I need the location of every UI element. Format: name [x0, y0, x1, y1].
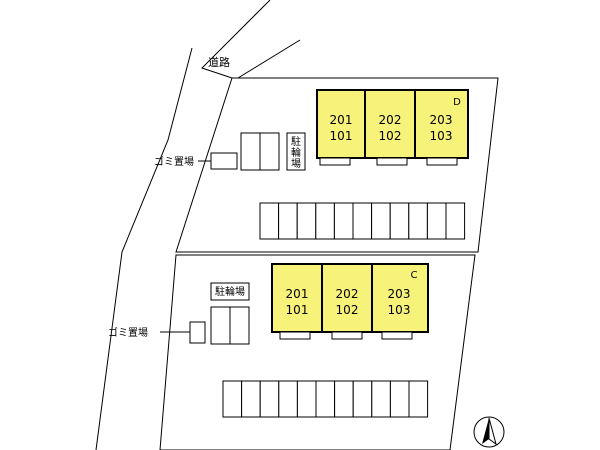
lot-c [159, 254, 476, 450]
parking-space-c-11 [408, 380, 429, 418]
step-d-3 [426, 157, 458, 166]
block-d-letter: D [453, 97, 461, 108]
bike-parking-d-line-3: 場 [291, 157, 301, 170]
unit-d-1 [316, 89, 366, 159]
unit-c-2-upper: 202 [336, 287, 359, 301]
unit-d-3-lower: 103 [430, 129, 453, 143]
block-c: 201 101 202 102 203 103 C 駐輪場 ゴミ置場 [108, 263, 429, 418]
step-d-1 [319, 157, 351, 166]
parking-space-d-1 [259, 202, 280, 240]
garbage-box-d [210, 152, 238, 170]
road-edge-left [95, 47, 193, 450]
parking-space-d-7 [371, 202, 391, 240]
parking-space-d-8 [389, 202, 410, 240]
north-arrow-icon [473, 416, 505, 448]
parking-space-c-3 [259, 380, 280, 418]
parking-space-c-10 [389, 380, 410, 418]
parking-space-c-4 [278, 380, 298, 418]
parking-space-c-5 [296, 380, 317, 418]
block-d: 201 101 202 102 203 103 D 駐 輪 場 ゴミ置場 [154, 89, 469, 240]
unit-c-1-lower: 101 [286, 303, 309, 317]
shed-c-1 [210, 306, 231, 345]
shed-c-2 [229, 306, 250, 345]
bike-parking-c [210, 282, 250, 301]
garbage-label-d: ゴミ置場 [154, 155, 194, 168]
parking-row-d [259, 202, 466, 240]
road-edge-right [201, 0, 271, 79]
bike-parking-d-line-2: 輪 [291, 146, 301, 159]
road [95, 0, 301, 450]
unit-c-1-upper: 201 [286, 287, 309, 301]
parking-row-c [222, 380, 429, 418]
unit-d-1-lower: 101 [330, 129, 353, 143]
unit-d-2-upper: 202 [379, 113, 402, 127]
parking-space-d-9 [408, 202, 428, 240]
unit-d-2-lower: 102 [379, 129, 402, 143]
unit-d-1-upper: 201 [330, 113, 353, 127]
lot-d [175, 77, 499, 253]
garbage-label-c: ゴミ置場 [108, 326, 148, 339]
step-c-1 [279, 331, 311, 340]
parking-space-c-7 [334, 380, 354, 418]
parking-space-d-11 [445, 202, 466, 240]
bike-parking-c-label: 駐輪場 [215, 285, 245, 298]
parking-space-c-2 [241, 380, 261, 418]
road-edge-mid [237, 39, 301, 79]
garbage-box-c [189, 321, 206, 344]
unit-d-3-upper: 203 [430, 113, 453, 127]
unit-c-1 [271, 263, 323, 333]
parking-space-c-6 [315, 380, 336, 418]
step-c-3 [381, 331, 413, 340]
parking-space-d-6 [352, 202, 373, 240]
unit-c-3-lower: 103 [388, 303, 411, 317]
parking-space-d-3 [296, 202, 317, 240]
shed-d-1 [240, 132, 261, 171]
parking-space-d-5 [333, 202, 354, 240]
parking-space-c-9 [371, 380, 391, 418]
unit-c-3-upper: 203 [388, 287, 411, 301]
parking-space-c-8 [352, 380, 373, 418]
shed-d-2 [259, 132, 280, 171]
unit-c-2-lower: 102 [336, 303, 359, 317]
parking-space-d-4 [315, 202, 335, 240]
parking-space-d-2 [278, 202, 298, 240]
unit-c-3 [371, 263, 429, 333]
block-c-letter: C [411, 270, 418, 281]
road-label: 道路 [208, 55, 230, 69]
bike-parking-d [286, 132, 306, 171]
bike-parking-d-line-1: 駐 [291, 135, 301, 148]
step-c-2 [331, 331, 363, 340]
step-d-2 [376, 157, 408, 166]
parking-space-d-10 [426, 202, 447, 240]
parking-space-c-1 [222, 380, 243, 418]
lots [159, 77, 499, 450]
